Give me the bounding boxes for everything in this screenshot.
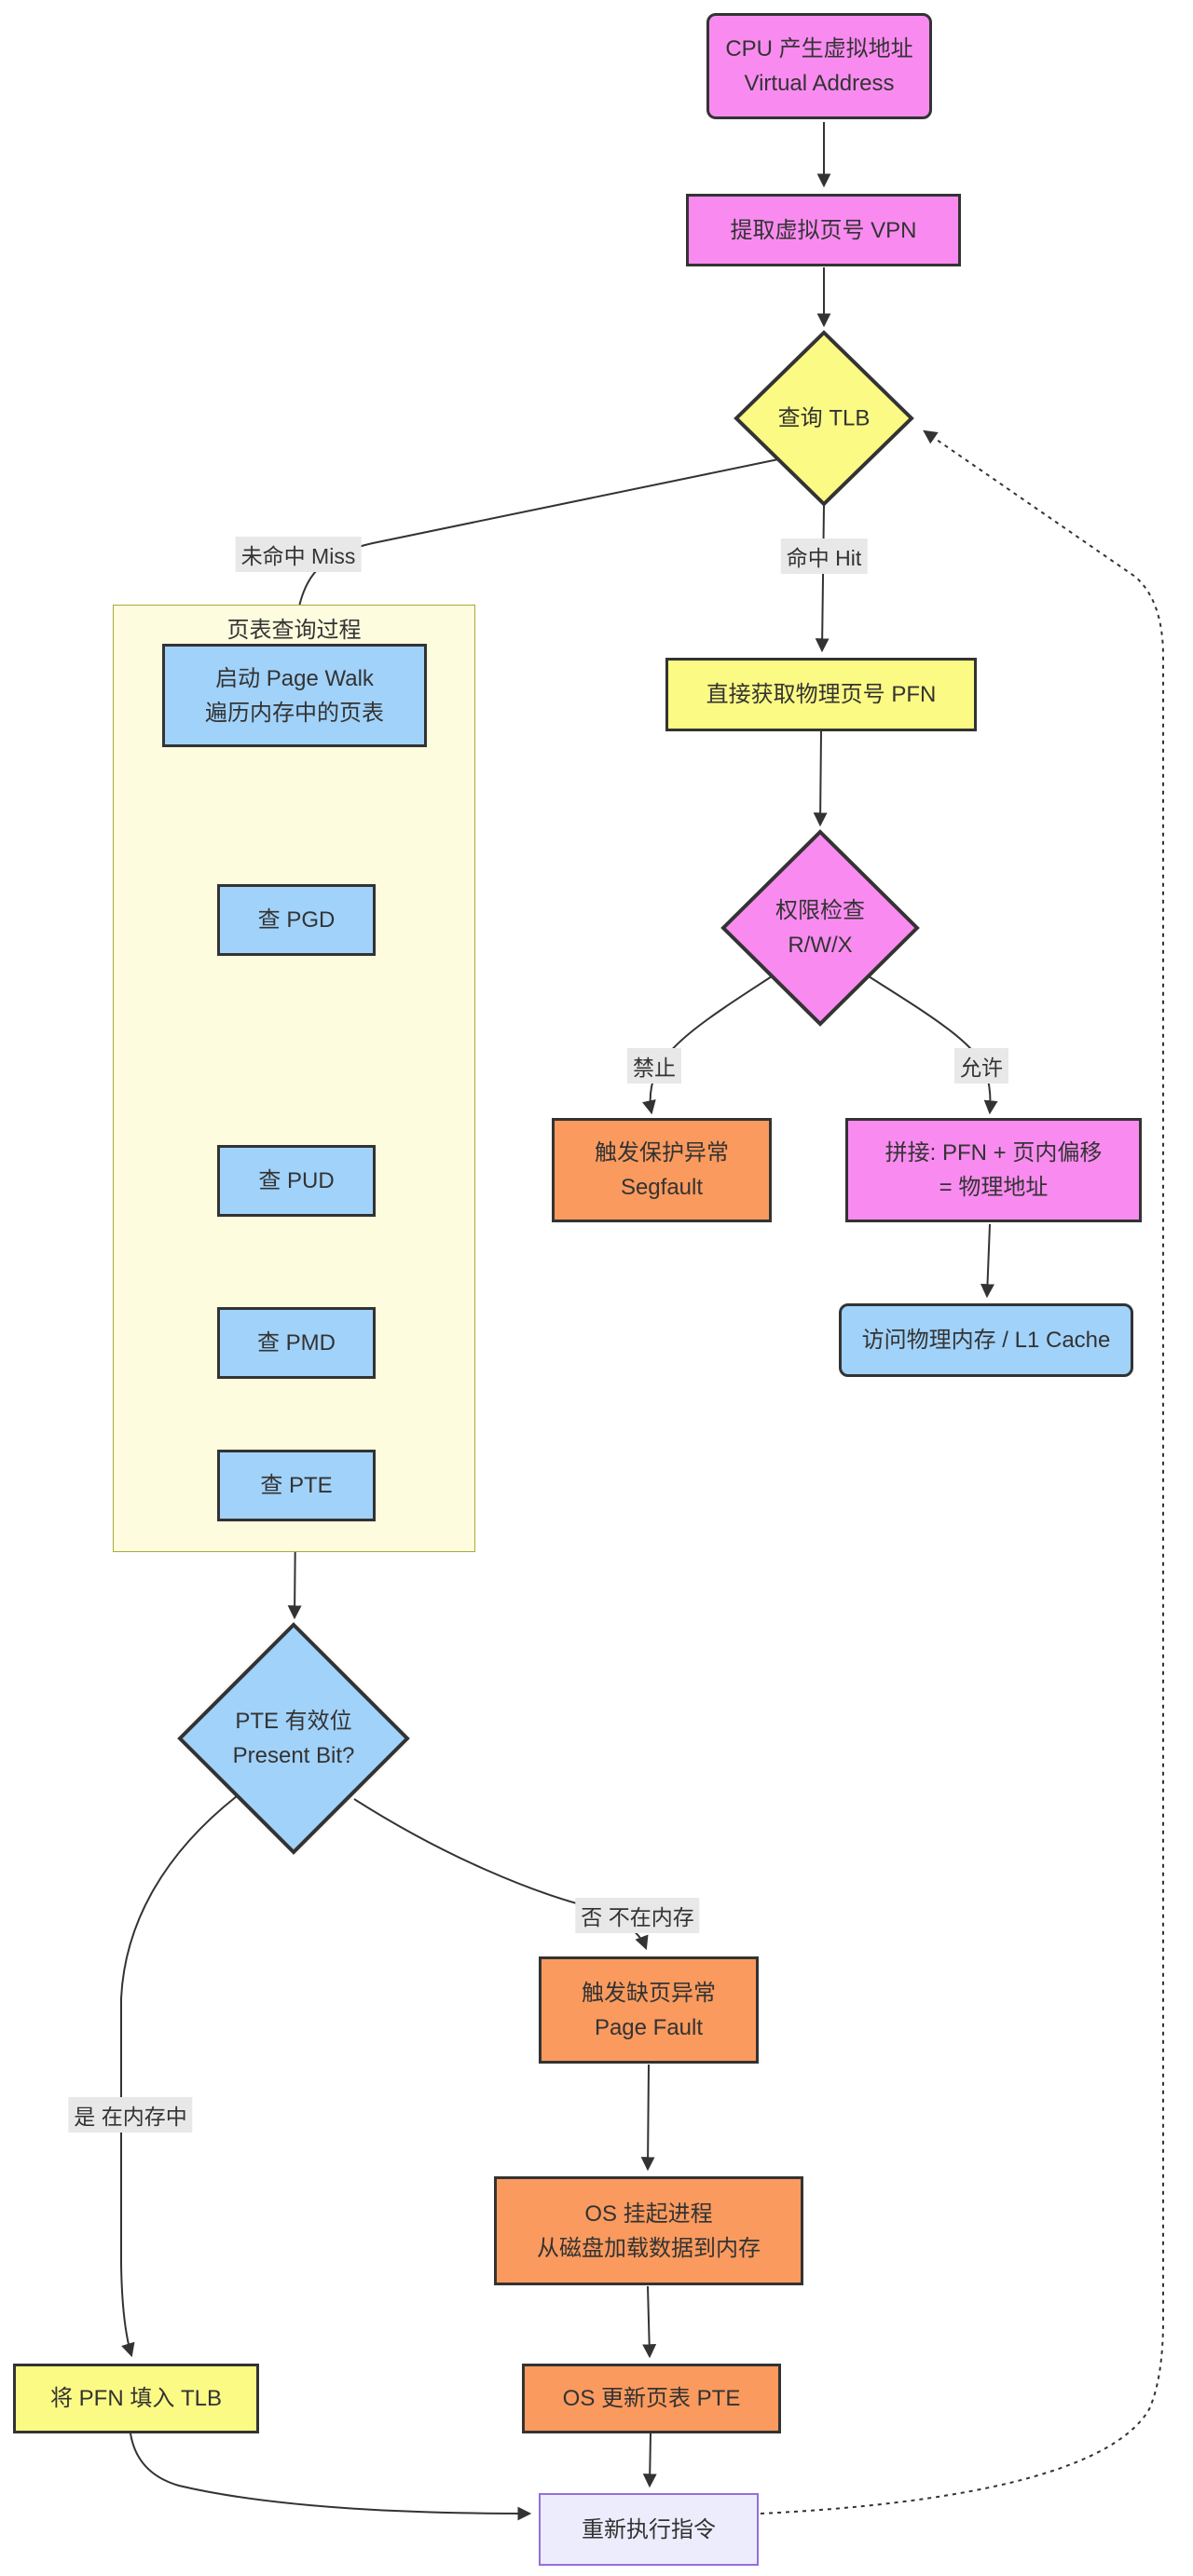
decision-perm-line1: 权限检查	[775, 898, 865, 923]
edge-label-allow: 允许	[954, 1048, 1008, 1084]
node-segfault-line2: Segfault	[620, 1175, 704, 1200]
node-page-fault-line2: Page Fault	[594, 2014, 704, 2040]
node-access-memory-label: 访问物理内存 / L1 Cache	[861, 1328, 1111, 1353]
node-lookup-pmd: 查 PMD	[217, 1307, 376, 1379]
decision-tlb-text: 查询 TLB	[777, 405, 871, 431]
node-cpu-virtual-address: CPU 产生虚拟地址 Virtual Address	[706, 13, 932, 119]
node-start-page-walk-line1: 启动 Page Walk	[215, 665, 374, 691]
node-concat-address: 拼接: PFN + 页内偏移 = 物理地址	[845, 1118, 1142, 1222]
edge-label-hit: 命中 Hit	[780, 538, 868, 574]
node-concat-line1: 拼接: PFN + 页内偏移	[884, 1140, 1103, 1165]
edge-retry-to-tlb-dotted	[760, 429, 1164, 2515]
edge-label-deny: 禁止	[627, 1048, 681, 1084]
edge-pfn-to-perm	[813, 730, 828, 827]
node-start-page-walk-line2: 遍历内存中的页表	[205, 700, 384, 726]
node-start-page-walk: 启动 Page Walk 遍历内存中的页表	[162, 644, 427, 747]
edge-label-no: 否 不在内存	[575, 1898, 700, 1933]
node-lookup-pmd-label: 查 PMD	[257, 1330, 336, 1356]
node-lookup-pud-label: 查 PUD	[258, 1168, 335, 1193]
node-access-memory: 访问物理内存 / L1 Cache	[839, 1303, 1133, 1377]
decision-perm-diamond	[720, 829, 920, 1027]
node-page-fault: 触发缺页异常 Page Fault	[539, 1956, 759, 2064]
decision-present-line1: PTE 有效位	[235, 1709, 352, 1734]
node-lookup-pte-label: 查 PTE	[260, 1473, 333, 1498]
node-concat-line2: = 物理地址	[939, 1175, 1049, 1200]
node-extract-vpn: 提取虚拟页号 VPN	[686, 194, 961, 266]
decision-present-label: PTE 有效位 Present Bit?	[233, 1704, 355, 1773]
node-fill-tlb-label: 将 PFN 填入 TLB	[49, 2386, 223, 2411]
node-os-load: OS 挂起进程 从磁盘加载数据到内存	[494, 2176, 803, 2285]
node-retry-instruction: 重新执行指令	[539, 2493, 759, 2566]
node-lookup-pgd-label: 查 PGD	[257, 907, 336, 933]
node-page-fault-line1: 触发缺页异常	[582, 1980, 716, 2006]
node-segfault-line1: 触发保护异常	[595, 1140, 729, 1165]
subgraph-page-walk: 页表查询过程	[113, 605, 475, 1552]
subgraph-title: 页表查询过程	[226, 618, 362, 643]
node-os-load-line1: OS 挂起进程	[584, 2201, 713, 2227]
decision-present-line2: Present Bit?	[232, 1743, 355, 1768]
edge-pagefault-to-osload	[640, 2064, 655, 2172]
node-cpu-line2: Virtual Address	[744, 71, 895, 96]
node-lookup-pte: 查 PTE	[217, 1450, 376, 1521]
node-retry-instruction-label: 重新执行指令	[582, 2516, 716, 2542]
node-lookup-pgd: 查 PGD	[217, 884, 376, 956]
edge-osupdate-to-retry	[642, 2433, 657, 2488]
node-os-load-line2: 从磁盘加载数据到内存	[537, 2235, 761, 2261]
edge-present-yes-to-filltlb	[120, 1795, 238, 2358]
node-segfault: 触发保护异常 Segfault	[552, 1118, 772, 1222]
edge-tlb-hit-to-pfn	[815, 505, 830, 653]
edge-filltlb-to-retry	[130, 2433, 532, 2521]
decision-tlb-label: 查询 TLB	[778, 402, 871, 436]
node-extract-vpn-label: 提取虚拟页号 VPN	[730, 217, 917, 243]
edge-label-miss: 未命中 Miss	[235, 537, 362, 572]
edge-perm-deny-to-segfault	[642, 975, 773, 1115]
decision-perm-line2: R/W/X	[788, 933, 853, 958]
node-fill-tlb: 将 PFN 填入 TLB	[13, 2364, 259, 2433]
node-cpu-line1: CPU 产生虚拟地址	[725, 36, 913, 61]
node-get-pfn-label: 直接获取物理页号 PFN	[706, 682, 937, 707]
node-lookup-pud: 查 PUD	[217, 1145, 376, 1217]
node-get-pfn: 直接获取物理页号 PFN	[665, 658, 977, 731]
edge-perm-allow-to-concat	[868, 975, 998, 1115]
node-os-update-pte: OS 更新页表 PTE	[522, 2364, 781, 2433]
edge-concat-to-access	[980, 1223, 994, 1299]
edge-osload-to-osupdate	[642, 2285, 657, 2359]
edge-label-yes: 是 在内存中	[68, 2097, 193, 2133]
decision-tlb-diamond	[734, 330, 914, 507]
decision-present-diamond	[177, 1622, 410, 1855]
decision-perm-label: 权限检查 R/W/X	[775, 893, 865, 962]
node-os-update-pte-label: OS 更新页表 PTE	[562, 2386, 741, 2411]
